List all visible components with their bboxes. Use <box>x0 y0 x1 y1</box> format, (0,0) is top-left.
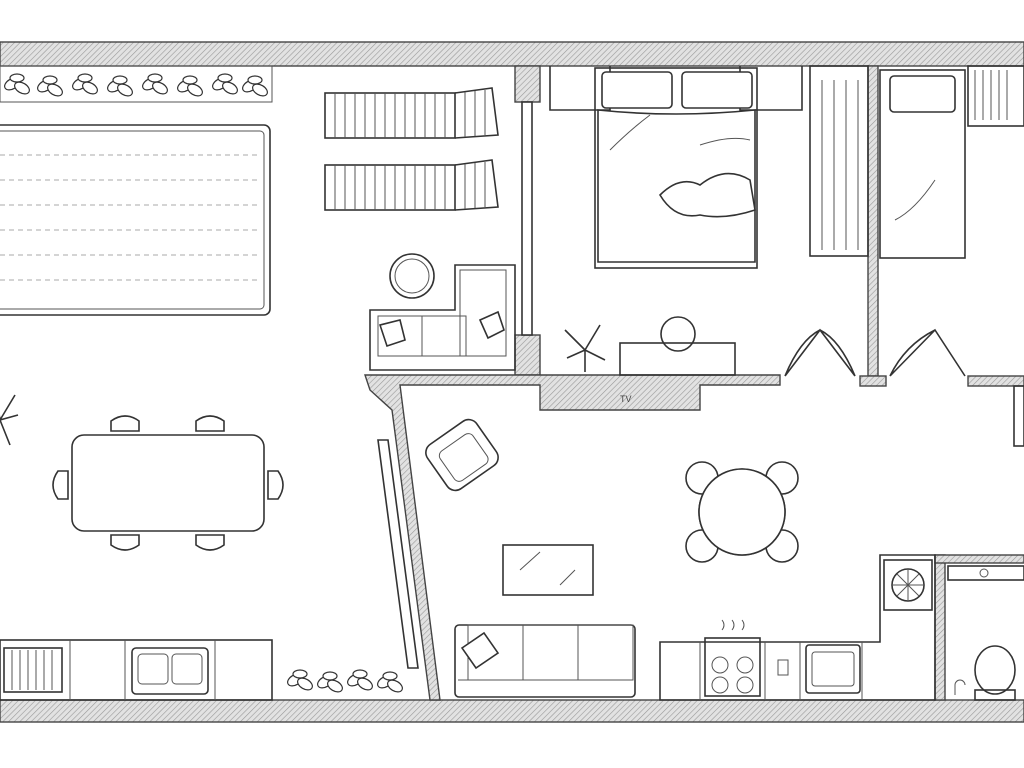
living-window <box>377 439 419 669</box>
door-master-bedroom <box>784 328 856 377</box>
terrace-window <box>521 101 533 336</box>
bedroom2-furniture <box>1013 385 1024 447</box>
plant-left <box>0 394 19 446</box>
bathroom <box>947 565 1024 701</box>
pillow <box>681 71 753 109</box>
single-bed <box>879 69 966 259</box>
outdoor-sofa <box>369 264 516 371</box>
washing-machine <box>883 559 933 611</box>
bidet-tap <box>954 679 966 695</box>
desk-chair <box>660 316 696 352</box>
living-wall <box>364 374 781 701</box>
bottom-wall <box>0 699 1024 723</box>
double-bed <box>594 67 758 269</box>
outdoor-kitchen <box>0 639 273 701</box>
wardrobe <box>809 65 869 257</box>
sun-lounger-2 <box>324 159 499 211</box>
terrace <box>0 65 516 701</box>
potted-plant <box>564 324 606 372</box>
round-dining-table <box>685 461 799 563</box>
side-table <box>389 253 435 299</box>
toilet <box>974 645 1016 695</box>
top-wall <box>0 41 1024 67</box>
sofa <box>454 624 636 698</box>
pillow <box>601 71 673 109</box>
kitchen-sink <box>805 644 861 694</box>
armchair <box>425 418 499 492</box>
stove <box>704 619 761 697</box>
pillow <box>889 75 956 113</box>
terrace-wall-lower <box>514 334 541 376</box>
living-room: TV <box>425 394 936 701</box>
outdoor-dining-table <box>52 415 284 551</box>
door-second-bedroom <box>889 328 966 377</box>
coffee-table <box>502 544 594 596</box>
desk <box>619 342 736 376</box>
second-bedroom <box>879 65 1024 447</box>
bedroom-divider-wall <box>867 65 879 377</box>
wall-stub <box>859 375 887 387</box>
person-figure <box>658 172 756 218</box>
hedge-planter-top <box>0 65 273 103</box>
outdoor-sink <box>131 647 209 695</box>
bathroom-shelf <box>947 565 1024 581</box>
nightstands <box>549 66 803 111</box>
sun-lounger-1 <box>324 87 499 139</box>
tv-label: TV <box>620 394 632 404</box>
bathroom-wall-top <box>934 554 1024 564</box>
terrace-wall-upper <box>514 65 541 103</box>
grill <box>3 647 63 693</box>
kitchen-counter <box>659 554 936 701</box>
glass-icon <box>777 659 789 676</box>
bookshelf <box>967 65 1024 127</box>
walls <box>0 41 1024 723</box>
wall-stub-right <box>967 375 1024 387</box>
swimming-pool <box>0 124 271 316</box>
master-bedroom <box>549 65 869 377</box>
hedge-planter-bottom <box>284 669 406 695</box>
bathroom-wall <box>934 554 946 701</box>
